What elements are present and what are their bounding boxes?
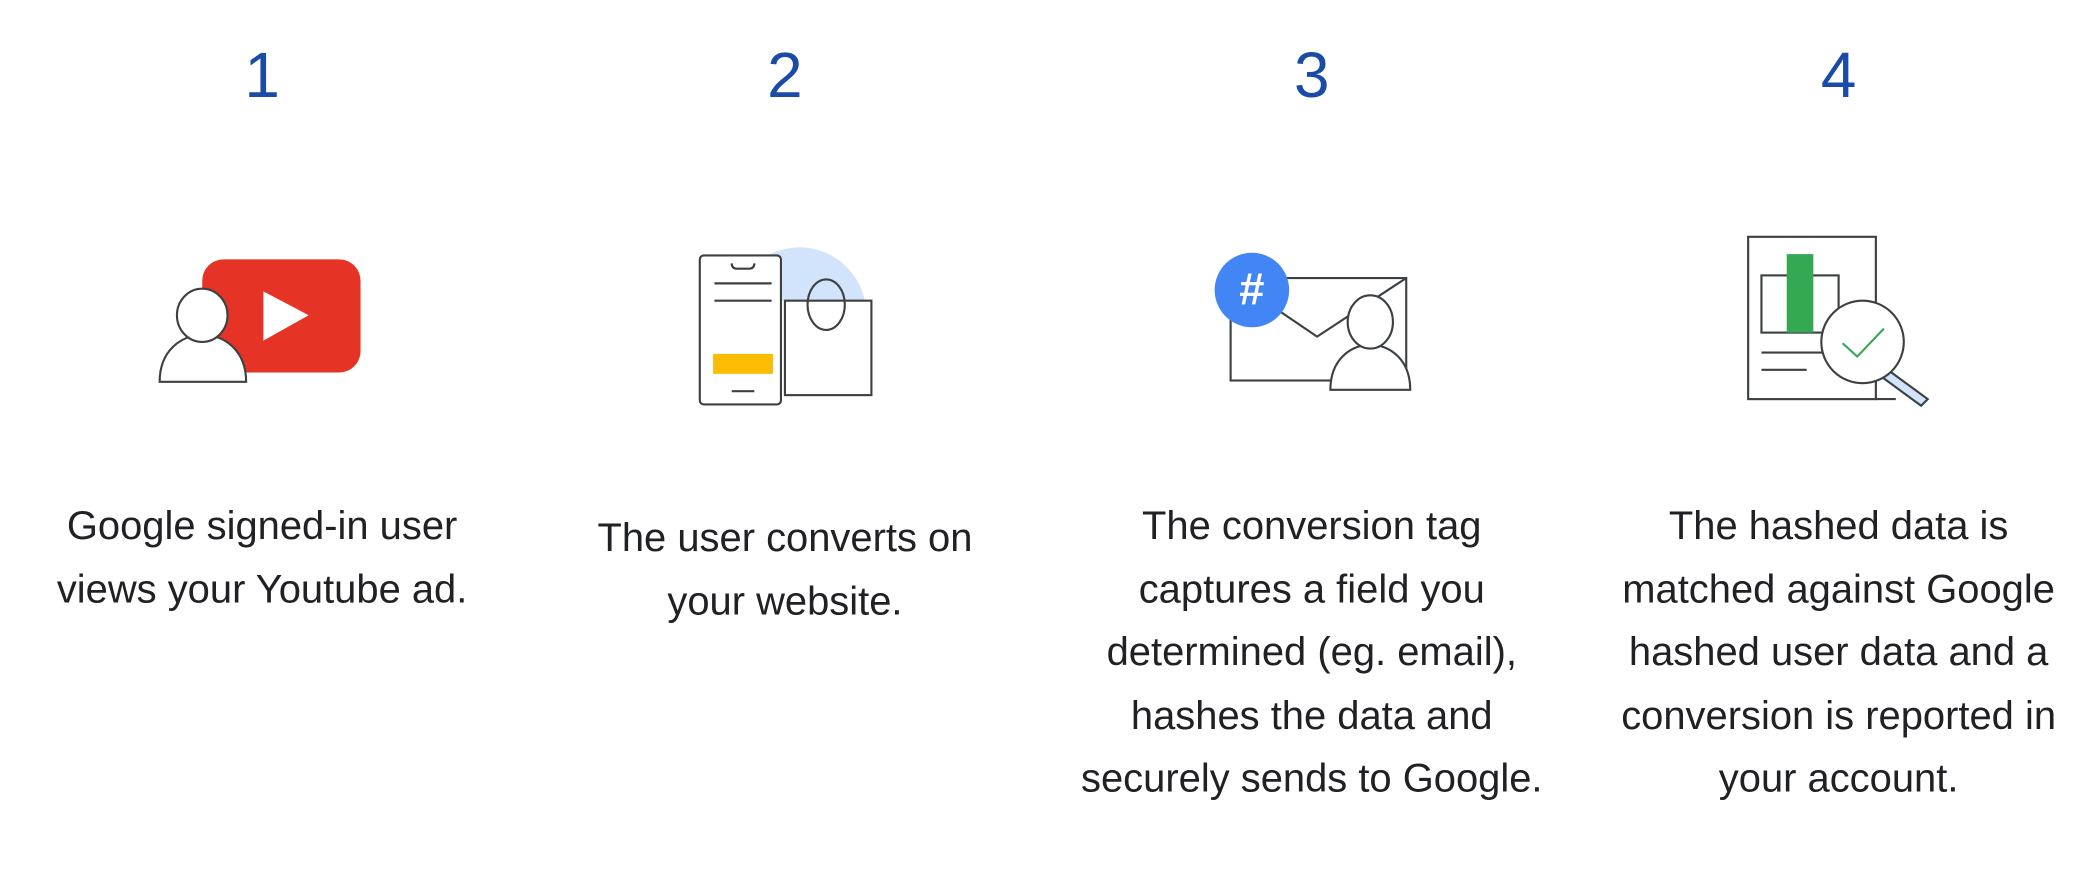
green-bar <box>1786 254 1814 333</box>
youtube-user-icon <box>158 259 361 383</box>
step-number: 1 <box>244 41 280 112</box>
step-3: 3 The conversion tag captures a field yo… <box>1059 0 1565 878</box>
user-head-icon <box>175 287 229 343</box>
yellow-button <box>713 353 773 374</box>
step-number: 2 <box>767 41 803 112</box>
step-description: The hashed data is matched against Googl… <box>1621 504 2057 801</box>
step-number: 3 <box>1294 41 1330 112</box>
step-1: 1 Google signed-in user views your Youtu… <box>9 0 515 878</box>
step-2: 2 The user converts on your website. <box>532 0 1038 878</box>
step-number: 4 <box>1820 41 1857 112</box>
step-description: Google signed-in user views your Youtube… <box>56 504 468 612</box>
hashed-email-user-icon <box>1214 252 1412 391</box>
phone-icon <box>698 254 783 406</box>
step-description: The user converts on your website. <box>597 516 973 624</box>
shopping-bag-icon <box>783 299 873 397</box>
play-icon <box>263 291 309 341</box>
check-icon <box>1841 327 1885 359</box>
user-head-icon <box>1346 294 1394 350</box>
phone-shopping-bag-icon <box>698 247 873 406</box>
hash-badge-icon <box>1214 252 1290 328</box>
hash-symbol: # <box>1239 264 1265 316</box>
step-4: 4 The hashed data is matched against Goo… <box>1586 0 2086 878</box>
report-magnifier-check-icon <box>1747 235 1930 408</box>
magnifier-icon <box>1820 299 1905 385</box>
step-description: The conversion tag captures a field you … <box>1081 504 1543 801</box>
